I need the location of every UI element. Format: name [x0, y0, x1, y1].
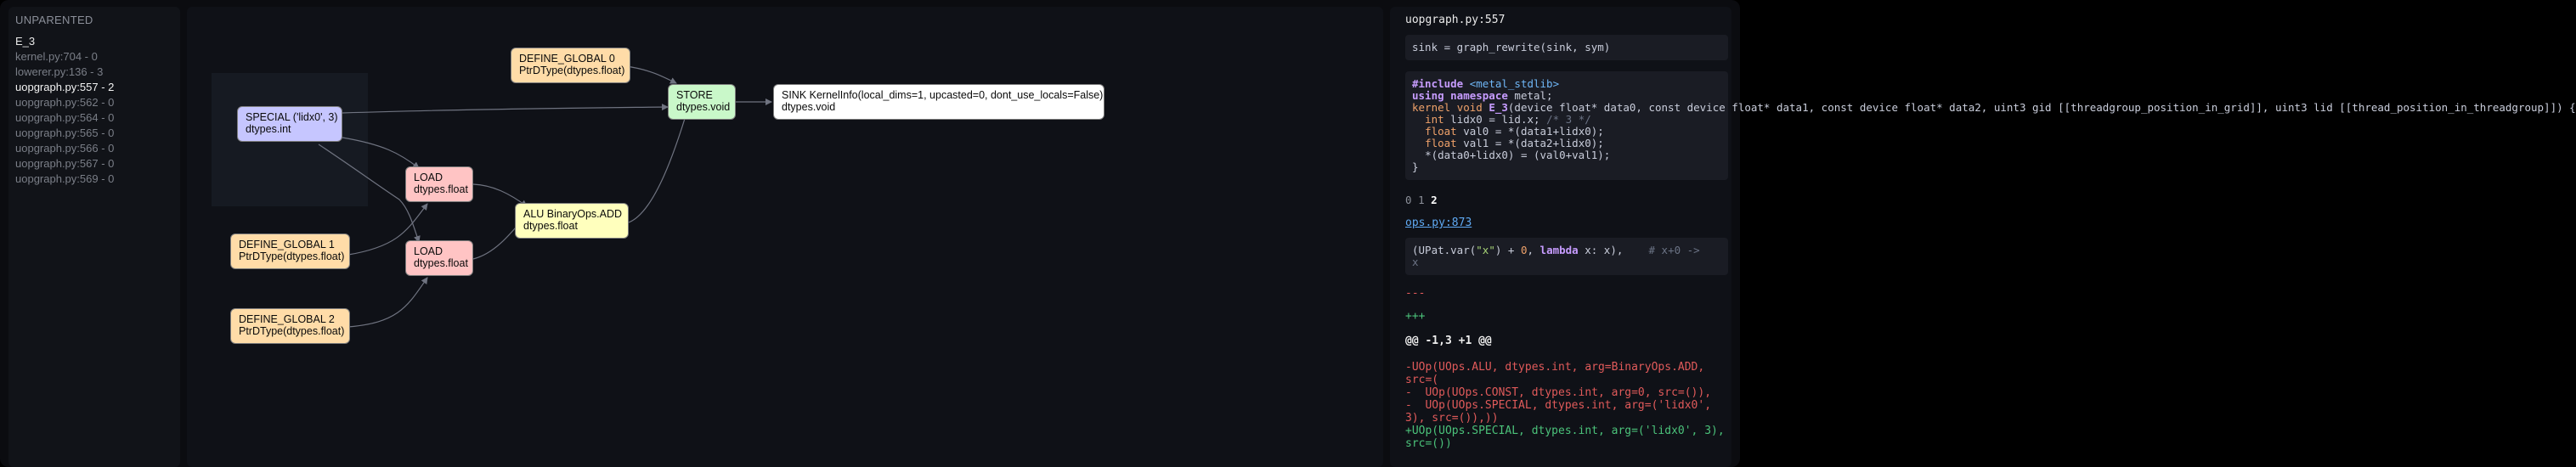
node-title: STORE [676, 89, 713, 101]
diff-minus-header: --- [1405, 287, 1426, 300]
node-dtype: dtypes.float [523, 220, 578, 232]
code-token: *(data0+lidx0) = (val0+val1); [1425, 149, 1611, 161]
node-title: SINK KernelInfo(local_dims=1, upcasted=0… [782, 89, 1104, 101]
kernel-sidebar: UNPARENTED E_3 kernel.py:704 - 0 lowerer… [8, 7, 180, 467]
code-token: "x" [1476, 244, 1495, 256]
rewrite-step-item[interactable]: uopgraph.py:564 - 0 [15, 111, 115, 124]
code-token: (device float* data0, const device float… [1507, 101, 2576, 114]
node-define-global-0[interactable]: DEFINE_GLOBAL 0 PtrDType(dtypes.float) [511, 48, 630, 83]
diff-removed-line: -UOp(UOps.ALU, dtypes.int, arg=BinaryOps… [1405, 361, 1705, 374]
code-token: float [1425, 125, 1457, 138]
rewrite-step-item[interactable]: lowerer.py:136 - 3 [15, 65, 104, 78]
code-token: <metal_stdlib> [1469, 77, 1560, 90]
diff-removed-line: src=( [1405, 374, 1439, 386]
rewrite-step-item[interactable]: uopgraph.py:562 - 0 [15, 96, 115, 109]
rewrite-step-item[interactable]: uopgraph.py:566 - 0 [15, 142, 115, 155]
rewrite-call-text: sink = graph_rewrite(sink, sym) [1412, 41, 1611, 53]
kernel-source-code: #include <metal_stdlib> using namespace … [1405, 71, 2576, 180]
code-token: (UPat.var( [1412, 244, 1477, 256]
code-token: lambda [1539, 244, 1579, 256]
node-title: DEFINE_GLOBAL 2 [239, 313, 335, 325]
rewrite-pager: 0 1 2 [1405, 194, 1438, 206]
pager-step[interactable]: 1 [1418, 194, 1425, 206]
diff-hunk-header: @@ -1,3 +1 @@ [1405, 335, 1492, 347]
code-token: val1 = *(data2+lidx0); [1456, 137, 1604, 149]
code-token: , [1527, 244, 1540, 256]
code-token: } [1412, 160, 1419, 173]
rewrite-detail-panel: uopgraph.py:557 sink = graph_rewrite(sin… [1390, 7, 2576, 467]
diff-removed-line: - UOp(UOps.CONST, dtypes.int, arg=0, src… [1405, 386, 1712, 399]
edge-define0-store [625, 65, 677, 84]
node-dtype: PtrDType(dtypes.float) [239, 250, 345, 262]
code-token: kernel [1412, 101, 1451, 114]
code-token: val0 = *(data1+lidx0); [1456, 125, 1604, 138]
pager-step-active[interactable]: 2 [1431, 194, 1438, 206]
node-dtype: dtypes.void [676, 101, 731, 113]
rewrite-call-code: sink = graph_rewrite(sink, sym) [1405, 35, 1728, 60]
edge-define2-load2 [347, 277, 428, 328]
code-token: ) + [1494, 244, 1521, 256]
edge-special-store [342, 104, 669, 114]
node-title: SPECIAL ('lidx0', 3) [246, 111, 338, 123]
node-special[interactable]: SPECIAL ('lidx0', 3) dtypes.int [237, 106, 342, 142]
rewrite-step-item[interactable]: uopgraph.py:565 - 0 [15, 127, 115, 139]
graph-canvas[interactable] [187, 7, 1383, 467]
code-token: x [1412, 256, 1419, 268]
graph-edges [318, 65, 772, 328]
node-dtype: dtypes.int [246, 123, 291, 135]
code-token: void [1456, 101, 1483, 114]
node-load-2[interactable]: LOAD dtypes.float [405, 240, 473, 276]
node-load-1[interactable]: LOAD dtypes.float [405, 166, 473, 202]
node-title: ALU BinaryOps.ADD [523, 208, 623, 220]
node-title: DEFINE_GLOBAL 1 [239, 239, 335, 250]
node-title: LOAD [414, 172, 443, 183]
diff-added-line: src=()) [1405, 437, 1452, 450]
edge-define1-load1 [347, 203, 428, 256]
rewrite-step-item[interactable]: uopgraph.py:569 - 0 [15, 172, 115, 185]
node-dtype: dtypes.float [414, 183, 468, 195]
code-token: E_3 [1489, 101, 1508, 114]
rewrite-step-item[interactable]: kernel.py:704 - 0 [15, 50, 98, 63]
edge-special-load1 [342, 137, 420, 169]
code-token: x: x), [1578, 244, 1624, 256]
pattern-code: (UPat.var("x") + 0, lambda x: x), # x+0 … [1405, 238, 1728, 275]
node-define-global-1[interactable]: DEFINE_GLOBAL 1 PtrDType(dtypes.float) [230, 234, 350, 269]
node-define-global-2[interactable]: DEFINE_GLOBAL 2 PtrDType(dtypes.float) [230, 308, 350, 344]
edge-special-load2 [318, 143, 421, 243]
code-token: metal; [1514, 89, 1553, 102]
diff-removed-line: 3), src=()),)) [1405, 412, 1499, 425]
rewrite-step-item-active[interactable]: uopgraph.py:557 - 2 [15, 81, 115, 93]
code-token: int [1425, 113, 1444, 126]
code-token: using namespace [1412, 89, 1508, 102]
code-token: /* 3 */ [1546, 113, 1591, 126]
detail-title: uopgraph.py:557 [1405, 14, 1505, 26]
node-title: LOAD [414, 245, 443, 257]
code-token: # x+0 -> [1623, 244, 1700, 256]
diff-removed-line: - UOp(UOps.SPECIAL, dtypes.int, arg=('li… [1405, 399, 1712, 412]
node-dtype: PtrDType(dtypes.float) [239, 325, 345, 337]
kernel-name[interactable]: E_3 [15, 35, 36, 48]
rewrite-step-item[interactable]: uopgraph.py:567 - 0 [15, 157, 115, 170]
node-dtype: PtrDType(dtypes.float) [519, 65, 625, 76]
node-store[interactable]: STORE dtypes.void [668, 84, 736, 120]
code-token: lidx0 = lid.x; [1443, 113, 1547, 126]
pager-step[interactable]: 0 [1405, 194, 1412, 206]
node-alu-add[interactable]: ALU BinaryOps.ADD dtypes.float [515, 203, 629, 239]
edge-load1-alu [472, 183, 528, 207]
code-token: 0 [1520, 244, 1528, 256]
sidebar-header: UNPARENTED [15, 14, 93, 26]
node-dtype: dtypes.void [782, 101, 836, 113]
code-token: #include [1412, 77, 1464, 90]
diff-plus-header: +++ [1405, 310, 1426, 323]
code-token: float [1425, 137, 1457, 149]
node-dtype: dtypes.float [414, 257, 468, 269]
diff-added-line: +UOp(UOps.SPECIAL, dtypes.int, arg=('lid… [1405, 425, 1725, 437]
node-title: DEFINE_GLOBAL 0 [519, 53, 615, 65]
node-sink[interactable]: SINK KernelInfo(local_dims=1, upcasted=0… [773, 84, 1104, 120]
source-location-link[interactable]: ops.py:873 [1405, 217, 1472, 229]
